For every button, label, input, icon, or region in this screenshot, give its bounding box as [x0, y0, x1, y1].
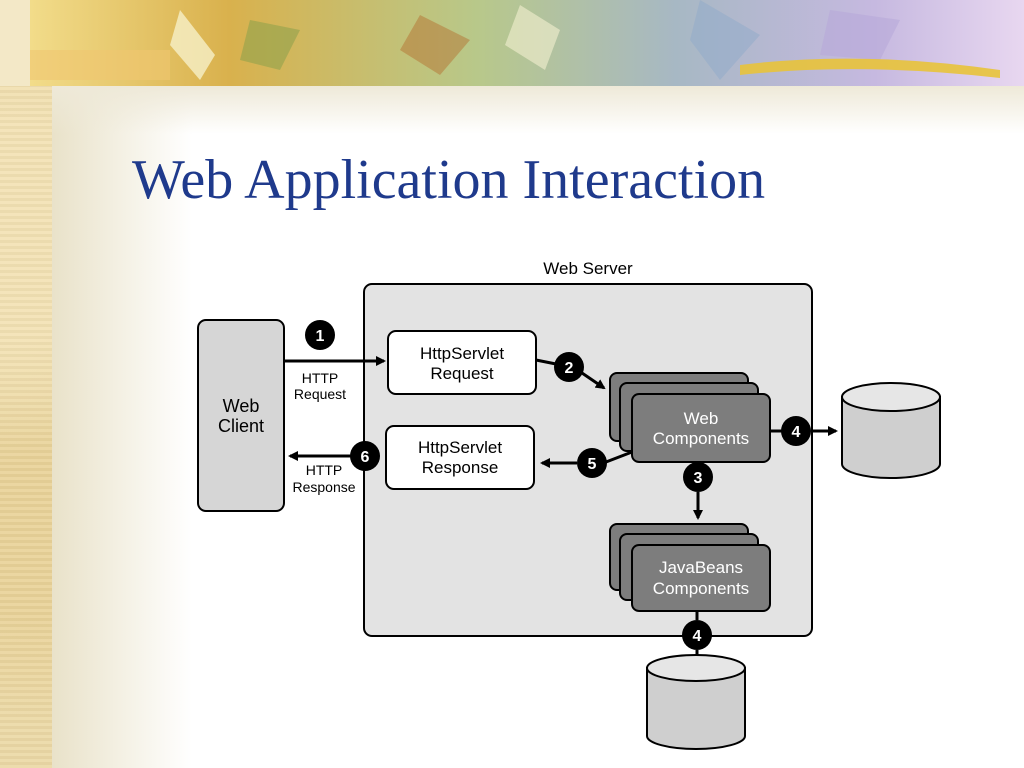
httpservlet-request-box	[387, 330, 537, 395]
decorative-banner	[0, 0, 1024, 86]
database-right-cylinder	[841, 382, 941, 479]
step-3-badge	[683, 462, 713, 492]
step-6-badge	[350, 441, 380, 471]
step-4b-number: 4	[693, 628, 702, 645]
web-components-line2: Components	[653, 429, 749, 448]
slide-title: Web Application Interaction	[132, 149, 766, 211]
step-1-number: 1	[316, 328, 325, 345]
parchment-strip	[0, 0, 52, 768]
http-request-label-line1: HTTP	[302, 370, 339, 386]
step-2-badge	[554, 352, 584, 382]
web-server-label: Web Server	[543, 259, 633, 278]
javabeans-components-line2: Components	[653, 579, 749, 598]
web-client-label-line2: Client	[218, 416, 264, 436]
step-4b-badge	[682, 620, 712, 650]
step-5-badge	[577, 448, 607, 478]
http-response-label-line1: HTTP	[306, 462, 343, 478]
step-4a-number: 4	[792, 424, 801, 441]
httpservlet-response-line2: Response	[422, 458, 499, 477]
database-bottom-cylinder	[646, 654, 746, 750]
step-2-arrow	[581, 371, 606, 390]
javabeans-components-line1: JavaBeans	[659, 558, 743, 577]
httpservlet-response-line1: HttpServlet	[418, 438, 502, 457]
step-1-badge	[305, 320, 335, 350]
web-components-box	[631, 393, 771, 463]
http-request-label-line2: Request	[294, 386, 346, 402]
step-5-connector	[605, 450, 633, 464]
web-client-box	[197, 319, 285, 512]
web-client-label-line1: Web	[223, 396, 260, 416]
http-response-label-line2: Response	[292, 479, 355, 495]
step-4a-badge	[781, 416, 811, 446]
httpservlet-response-box	[385, 425, 535, 490]
javabeans-components-box	[631, 544, 771, 612]
httpservlet-request-line2: Request	[430, 364, 494, 383]
step-2-number: 2	[565, 360, 574, 377]
banner-shadow	[52, 86, 1024, 134]
step-5-number: 5	[588, 456, 597, 473]
httpservlet-request-line1: HttpServlet	[420, 344, 504, 363]
step-6-number: 6	[361, 449, 370, 466]
web-components-line1: Web	[684, 409, 719, 428]
step-3-number: 3	[694, 470, 703, 487]
